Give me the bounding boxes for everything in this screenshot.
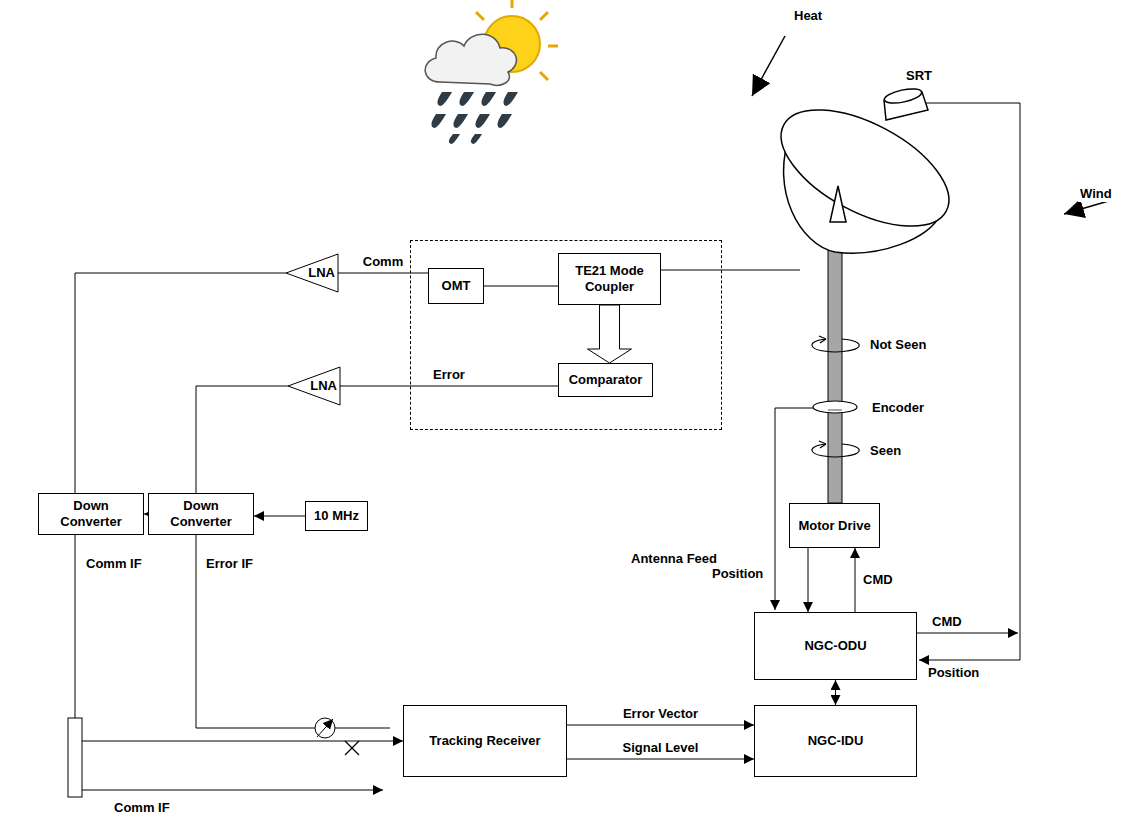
phase-shifter xyxy=(315,718,335,738)
feed-waveguide xyxy=(652,270,800,271)
process-box: OMT xyxy=(428,268,484,304)
rotation-symbols xyxy=(812,336,859,457)
error-if-wire-end xyxy=(335,728,390,729)
node-text: Down Converter xyxy=(149,496,253,531)
weather-icon xyxy=(425,0,558,144)
connector-label: Error Vector xyxy=(621,706,700,722)
signal-label: Comm IF xyxy=(84,556,144,572)
connector-label: CMD xyxy=(861,572,895,588)
signal-label: CMD xyxy=(930,614,964,630)
process-box: Comparator xyxy=(558,363,653,397)
amplifier-triangle: LNA xyxy=(286,254,338,292)
signal-label: Encoder xyxy=(870,400,926,416)
connector-label: Signal Level xyxy=(621,740,701,756)
heat-arrow xyxy=(752,36,785,96)
process-box: Motor Drive xyxy=(789,503,880,548)
node-text: LNA xyxy=(308,265,338,281)
mast-patch xyxy=(828,409,842,411)
process-box: Down Converter xyxy=(148,493,254,535)
connector xyxy=(338,273,428,274)
process-box: NGC-ODU xyxy=(754,612,917,680)
connector xyxy=(340,386,558,387)
connector xyxy=(254,516,305,517)
process-box: 10 MHz xyxy=(305,501,368,531)
dish-antenna xyxy=(763,86,967,253)
signal-label: Position xyxy=(926,665,981,681)
node-text: NGC-IDU xyxy=(804,731,868,751)
signal-label: Not Seen xyxy=(868,337,928,353)
amplifier-triangle: LNA xyxy=(288,367,340,405)
signal-label: Comm IF xyxy=(112,800,172,816)
connector xyxy=(484,286,558,287)
group-box: Antenna FeedOMTTE21 Mode CouplerComparat… xyxy=(410,240,722,430)
phase-shifter-arrow xyxy=(317,719,333,737)
connector xyxy=(588,305,632,363)
signal-label: Wind xyxy=(1078,186,1114,202)
signal-label: SRT xyxy=(904,68,934,84)
connector xyxy=(567,725,754,726)
encoder-ring xyxy=(813,401,857,413)
connector xyxy=(808,548,809,612)
connector xyxy=(196,386,288,493)
comm-if-output xyxy=(82,790,383,791)
connector xyxy=(835,680,836,705)
process-box: Down Converter xyxy=(38,493,144,535)
signal-label: Heat xyxy=(792,8,824,24)
break-mark xyxy=(345,741,359,755)
connector xyxy=(567,759,754,760)
antenna-mast xyxy=(828,250,842,503)
node-text: OMT xyxy=(438,276,475,296)
process-box: NGC-IDU xyxy=(754,705,917,777)
splitter-box xyxy=(68,718,82,797)
srt-cmd-wire xyxy=(917,633,1018,634)
node-text: 10 MHz xyxy=(310,506,363,526)
node-text: NGC-ODU xyxy=(800,636,870,656)
signal-label: Position xyxy=(710,566,765,582)
srt-position-wire xyxy=(919,103,1020,660)
connector xyxy=(75,535,403,741)
node-text: Motor Drive xyxy=(794,516,874,536)
group-heading: Antenna Feed xyxy=(627,549,721,569)
error-if-wire xyxy=(196,535,315,728)
process-box: TE21 Mode Coupler xyxy=(558,253,661,305)
node-text: Comparator xyxy=(565,370,647,390)
node-text: Tracking Receiver xyxy=(425,731,544,751)
connector xyxy=(75,273,286,493)
node-text: TE21 Mode Coupler xyxy=(559,261,660,296)
connector xyxy=(855,548,856,612)
node-text: Down Converter xyxy=(39,496,143,531)
signal-label: Seen xyxy=(868,443,903,459)
wind-arrow xyxy=(1064,200,1112,214)
process-box: Tracking Receiver xyxy=(403,705,567,777)
node-text: LNA xyxy=(310,378,340,394)
connector-label: Comm xyxy=(361,254,405,270)
signal-label: Error IF xyxy=(204,556,255,572)
connector-label: Error xyxy=(431,367,467,383)
